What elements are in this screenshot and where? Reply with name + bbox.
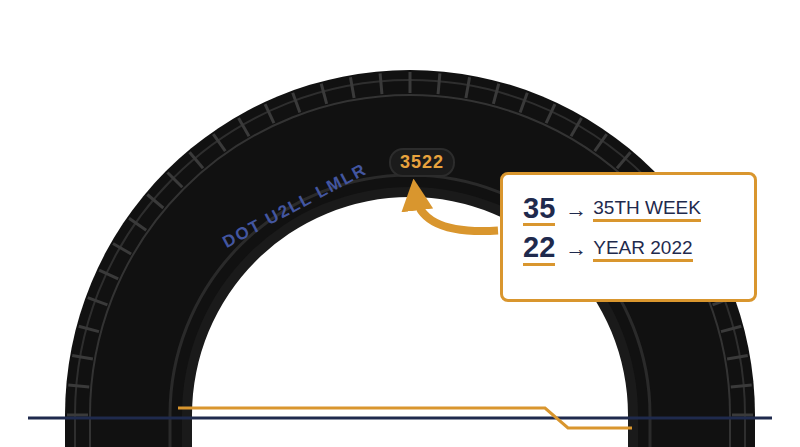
callout-box: 35 →35TH WEEK 22 →YEAR 2022 — [500, 172, 757, 302]
tread-notch — [265, 104, 274, 123]
accent-line — [178, 408, 632, 428]
tread-notch — [727, 355, 748, 359]
tread-notch — [213, 134, 225, 151]
tread-notch — [79, 326, 99, 331]
tread-notch — [88, 298, 108, 305]
tread-notch — [147, 195, 163, 208]
tread-notch — [438, 73, 440, 94]
date-code-oval: 3522 — [389, 148, 455, 177]
tread-notch — [239, 118, 250, 136]
tread-notch — [72, 355, 93, 359]
tread-notch — [546, 104, 555, 123]
tread-notch — [293, 93, 300, 113]
tread-notch — [571, 118, 582, 136]
tread-notch — [67, 414, 88, 417]
tread-notch — [113, 244, 131, 255]
tread-notch — [99, 270, 118, 279]
tread-notch — [520, 93, 527, 113]
tread-notch — [721, 326, 741, 331]
meaning-text: 35TH WEEK — [593, 197, 701, 222]
arrow-glyph: → — [565, 197, 587, 223]
tread-notch — [190, 152, 203, 168]
date-code: 3522 — [400, 152, 444, 172]
callout-row: 22 →YEAR 2022 — [523, 232, 738, 265]
meaning-text: YEAR 2022 — [593, 237, 692, 262]
tread-notch — [68, 385, 89, 387]
tread-notch — [350, 77, 354, 98]
callout-arrow — [415, 195, 498, 232]
tread-notch — [731, 385, 752, 387]
tread-notch — [380, 73, 382, 94]
tread-notch — [493, 84, 498, 104]
tread-notch — [167, 172, 182, 187]
arrow-glyph: → — [565, 236, 587, 262]
tread-notch — [129, 218, 146, 230]
code-digits: 22 — [523, 232, 555, 265]
base-line — [28, 417, 772, 420]
code-digits: 35 — [523, 193, 555, 226]
tread-notch — [409, 72, 412, 93]
tread-notch — [321, 84, 326, 104]
callout-row: 35 →35TH WEEK — [523, 193, 738, 226]
tread-notch — [466, 77, 470, 98]
tread-notch — [617, 152, 630, 168]
tread-notch — [595, 134, 607, 151]
sidewall-ring — [170, 175, 650, 447]
tread-notch — [732, 414, 753, 417]
